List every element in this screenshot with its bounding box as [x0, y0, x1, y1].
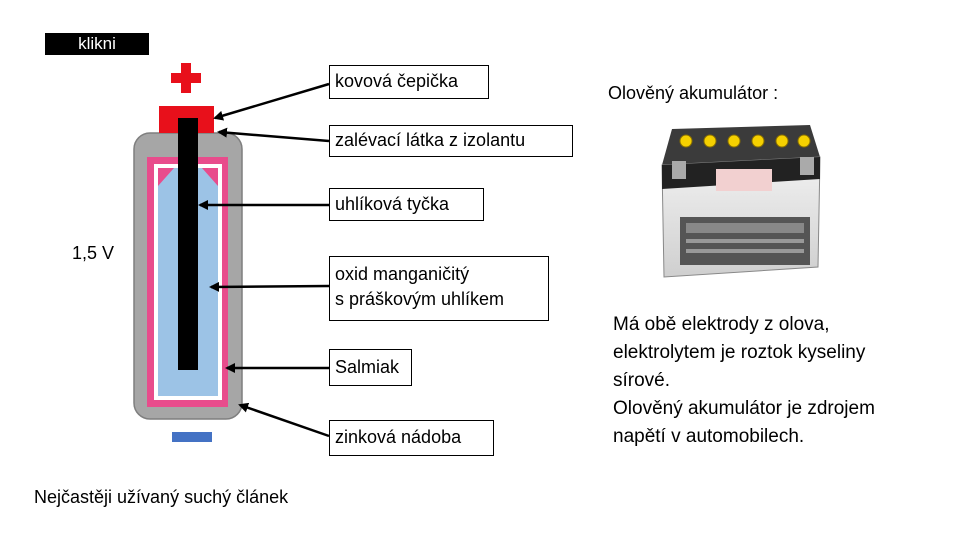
label-rod: uhlíková tyčka: [329, 188, 484, 221]
sealant-right: [202, 168, 218, 186]
arrow-cap: [213, 82, 330, 121]
label-zinc: zinková nádoba: [329, 420, 494, 456]
arrow-sealant: [217, 127, 330, 143]
arrow-oxide: [209, 281, 330, 292]
klikni-button[interactable]: klikni: [45, 33, 149, 55]
description-line: Má obě elektrody z olova,: [613, 314, 830, 335]
label-cap: kovová čepička: [329, 65, 489, 99]
description-line: napětí v automobilech.: [613, 426, 805, 447]
description-line: sírové.: [613, 370, 671, 391]
description-line: elektrolytem je roztok kyseliny: [613, 342, 866, 363]
cell-caption: Nejčastěji užívaný suchý článek: [34, 487, 289, 507]
label-oxide-line2: s práškovým uhlíkem: [335, 289, 505, 309]
accumulator-description: Má obě elektrody z olova, elektrolytem j…: [613, 311, 943, 451]
plus-sign-icon: [171, 63, 201, 93]
carbon-rod: [178, 118, 198, 370]
accumulator-title: Olověný akumulátor :: [608, 83, 779, 103]
lead-acid-battery-image: [661, 125, 821, 278]
arrow-zinc: [238, 402, 330, 438]
label-salmiak: Salmiak: [329, 349, 412, 386]
sealant-left: [158, 168, 174, 186]
label-oxide-line1: oxid manganičitý: [335, 264, 470, 284]
label-oxide: oxid manganičitý s práškovým uhlíkem: [329, 256, 549, 321]
description-line: Olověný akumulátor je zdrojem: [613, 398, 875, 419]
minus-terminal-icon: [172, 432, 212, 442]
label-sealant: zalévací látka z izolantu: [329, 125, 573, 157]
voltage-label: 1,5 V: [72, 243, 115, 263]
